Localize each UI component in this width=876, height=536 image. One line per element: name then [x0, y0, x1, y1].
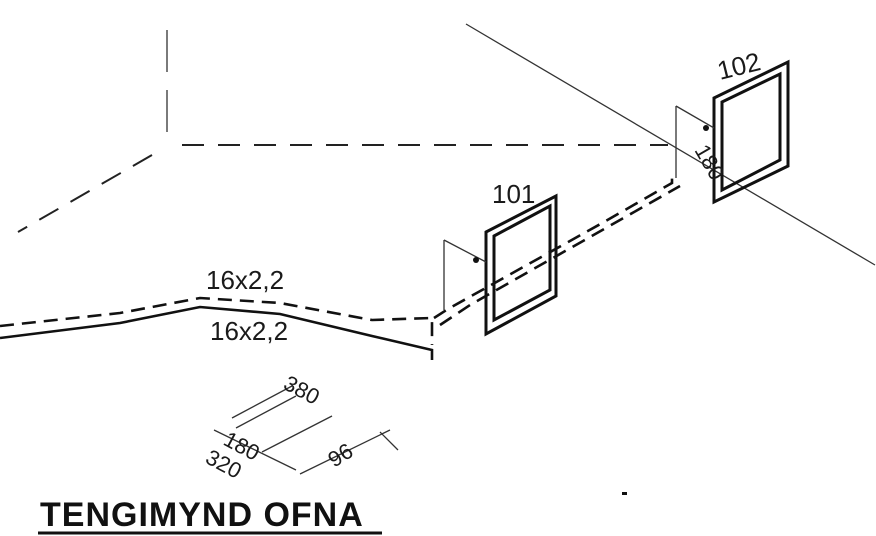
room-outline [17, 23, 876, 266]
radiator-101: 101 [443, 179, 558, 337]
radiator-102-height-label: 180 [690, 140, 730, 184]
drawing-title: TENGIMYND OFNA [40, 496, 364, 534]
dimension-group: 380 180 320 96 [202, 370, 399, 484]
stray-mark [622, 492, 627, 495]
dim-96-label: 96 [323, 438, 357, 472]
dim-96-tick [379, 431, 399, 451]
riser-pipe-dashed [433, 172, 674, 320]
pipe-label-lower: 16x2,2 [210, 316, 288, 346]
radiator-101-connector [443, 239, 487, 263]
return-pipe [0, 305, 434, 360]
wall-diagonal-line [465, 23, 876, 266]
dim-320-line [213, 429, 297, 471]
radiator-102: 102 180 [675, 46, 790, 205]
supply-pipe [0, 296, 434, 345]
radiator-102-valve-icon [703, 125, 709, 131]
radiator-101-outer [484, 193, 558, 337]
radiator-102-connector [675, 105, 715, 129]
wall-left-line [17, 154, 153, 233]
radiator-102-inner [720, 71, 782, 193]
radiator-102-outer [712, 59, 790, 205]
pipe-label-upper: 16x2,2 [206, 265, 284, 295]
pipe-routing [0, 172, 681, 360]
dim-380-line [231, 385, 293, 419]
dim-180-line [261, 415, 333, 453]
dim-380-line-2 [235, 395, 297, 429]
radiator-101-inner [492, 203, 552, 323]
dim-96-line [299, 429, 391, 475]
radiator-101-valve-icon [473, 257, 479, 263]
radiator-102-label: 102 [714, 46, 763, 86]
branch-pipe-dashed [439, 184, 681, 327]
radiator-101-label: 101 [492, 179, 535, 209]
dim-380-label: 380 [280, 370, 324, 409]
